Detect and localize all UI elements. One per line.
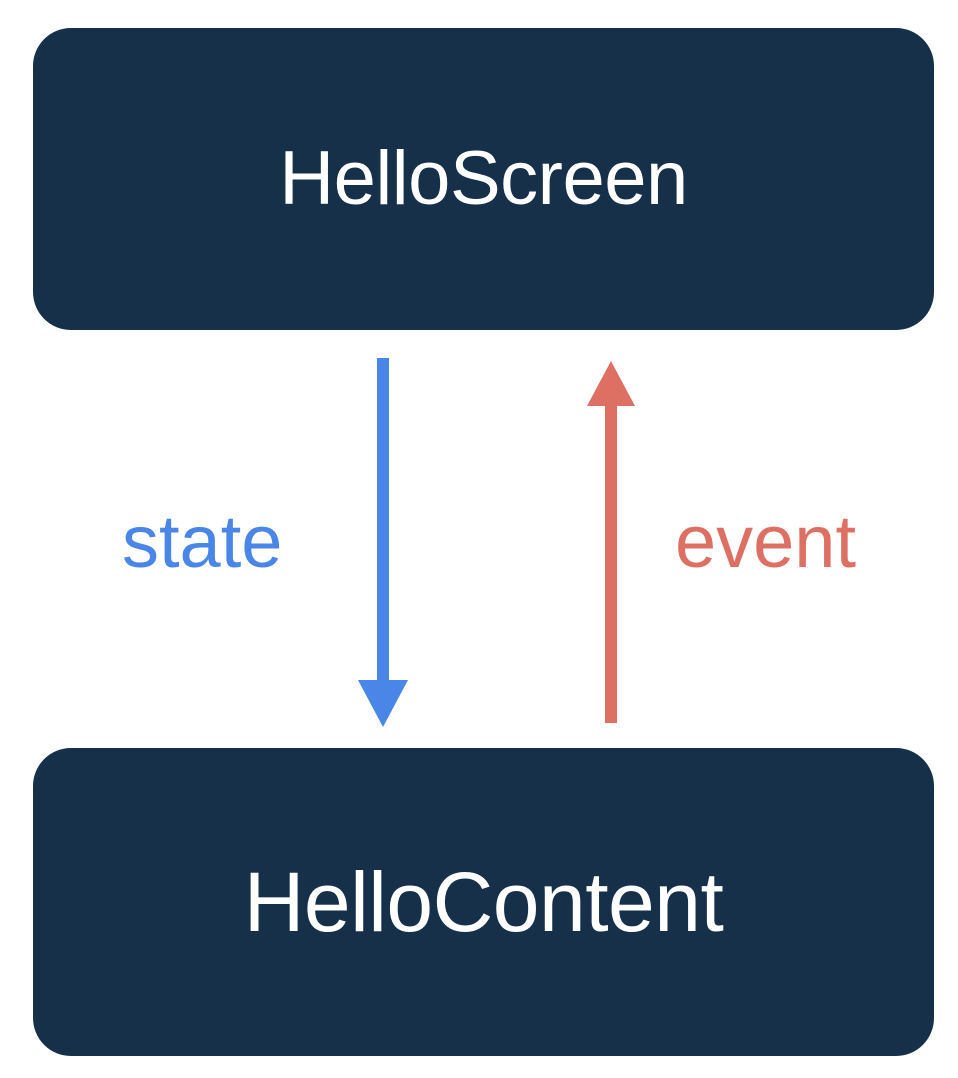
node-hello-content[interactable]: HelloContent [33, 748, 934, 1056]
node-hello-content-label: HelloContent [243, 855, 724, 949]
edge-label-event: event [675, 500, 857, 583]
edge-event-arrow [587, 361, 635, 723]
edge-label-state: state [122, 500, 283, 583]
node-hello-screen[interactable]: HelloScreen [33, 28, 934, 330]
node-hello-screen-label: HelloScreen [279, 136, 688, 221]
edge-state-arrow [358, 358, 408, 727]
